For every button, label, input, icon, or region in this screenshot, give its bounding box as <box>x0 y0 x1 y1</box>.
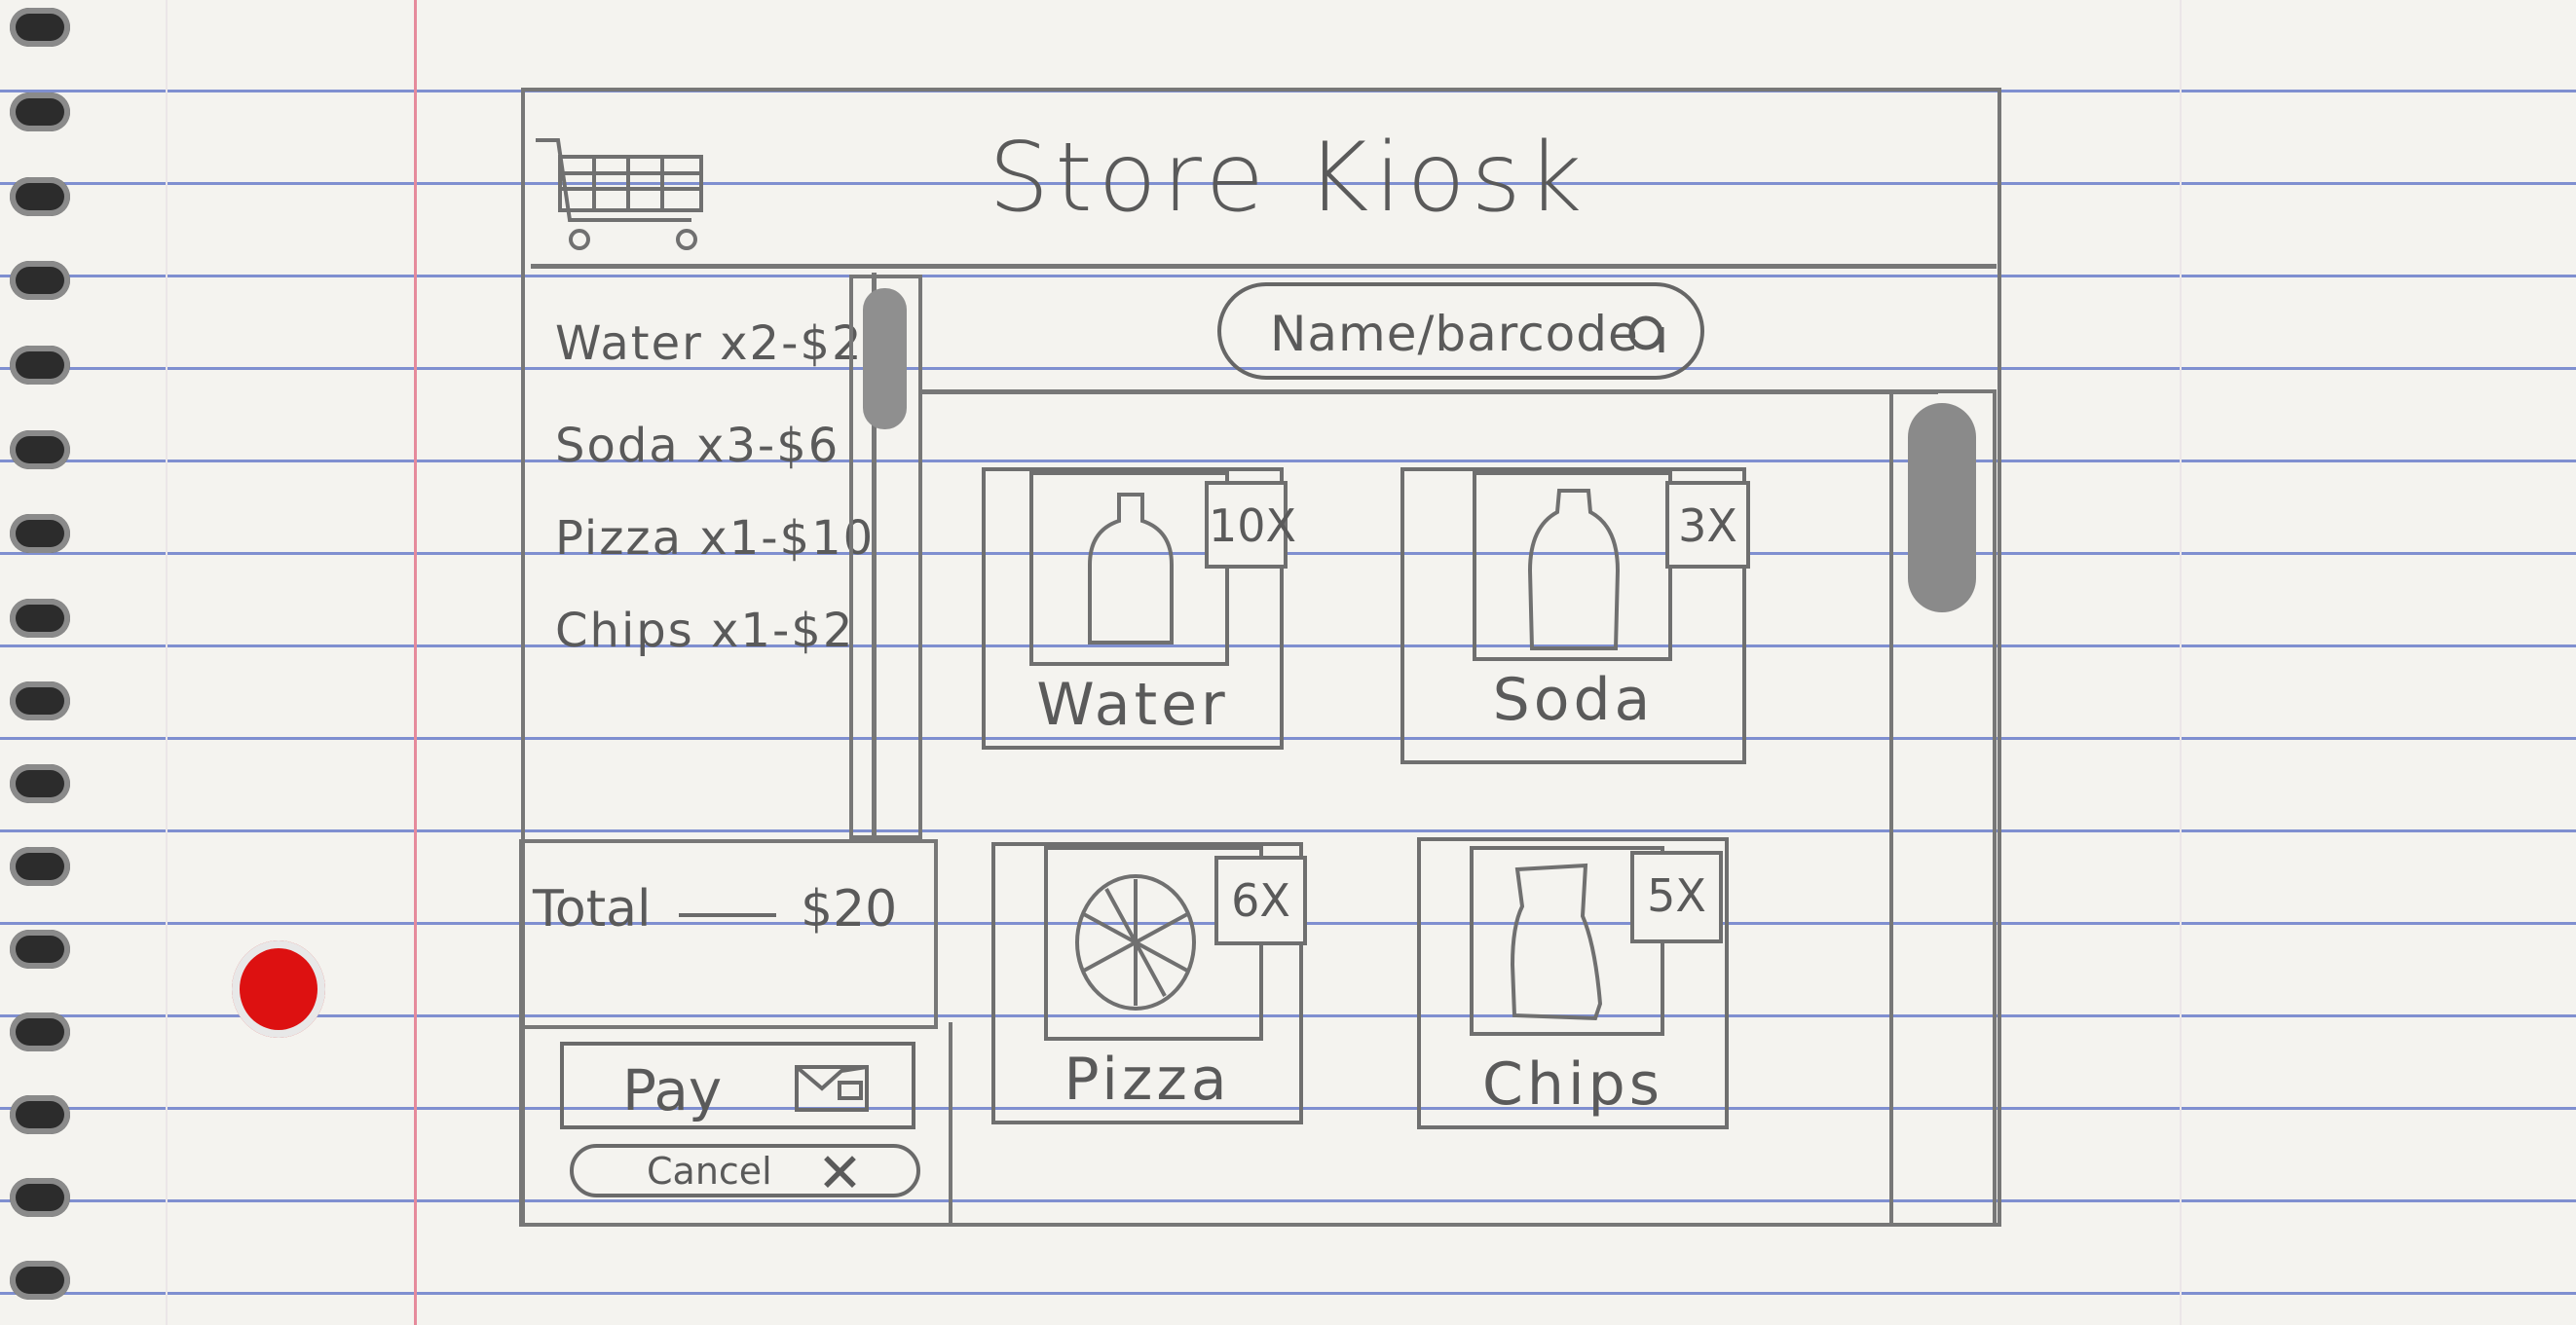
product-name: Chips <box>1482 1050 1663 1119</box>
cart-scrollbar[interactable] <box>849 275 922 839</box>
product-name: Pizza <box>1064 1046 1231 1114</box>
product-image <box>1473 471 1672 661</box>
cart-total: Total $20 <box>519 839 938 1029</box>
product-card-pizza[interactable]: 6X Pizza <box>991 842 1307 1124</box>
chips-bag-icon <box>1510 863 1603 1021</box>
notebook-spiral <box>0 0 78 1325</box>
cart-item[interactable]: Pizza x1-$10 <box>555 511 876 566</box>
product-grid-scrollbar[interactable] <box>1889 389 1997 1227</box>
wallet-icon <box>795 1065 869 1112</box>
kiosk-window <box>521 88 2001 1227</box>
close-icon: ✕ <box>817 1142 863 1205</box>
search-placeholder: Name/barcode <box>1270 306 1639 362</box>
total-value: $20 <box>801 880 898 939</box>
total-label: Total <box>533 880 652 939</box>
product-name: Soda <box>1492 666 1655 734</box>
paper-guide-line <box>166 0 168 1325</box>
product-card-chips[interactable]: 5X Chips <box>1417 837 1729 1129</box>
product-qty-badge: 6X <box>1214 856 1307 945</box>
paper-guide-line <box>2180 0 2182 1325</box>
shopping-cart-icon[interactable] <box>531 132 716 259</box>
bottle-icon <box>1088 493 1174 644</box>
product-qty-badge: 3X <box>1665 481 1750 569</box>
pay-button-label: Pay <box>622 1057 723 1123</box>
product-name: Water <box>1036 671 1229 739</box>
pay-button[interactable]: Pay <box>560 1042 915 1129</box>
product-grid-scrollbar-thumb[interactable] <box>1908 403 1976 612</box>
cancel-button[interactable]: Cancel ✕ <box>570 1142 920 1205</box>
total-separator <box>679 913 776 917</box>
pizza-icon <box>1075 874 1196 1011</box>
binder-hole <box>232 940 325 1038</box>
cart-item[interactable]: Water x2-$2 <box>555 316 864 371</box>
product-qty-badge: 5X <box>1630 851 1723 943</box>
bottle-icon <box>1527 489 1621 650</box>
search-input[interactable]: Name/barcode <box>1217 282 1704 380</box>
product-image <box>1029 471 1229 666</box>
cart-list: Water x2-$2 Soda x3-$6 Pizza x1-$10 Chip… <box>531 273 877 842</box>
kiosk-header: Store Kiosk <box>531 93 1997 269</box>
product-grid <box>920 389 1938 1227</box>
page-title: Store Kiosk <box>989 123 1588 234</box>
product-card-soda[interactable]: 3X Soda <box>1400 467 1750 764</box>
checkout-actions <box>519 1022 952 1227</box>
paper-margin-line <box>414 0 417 1325</box>
product-card-water[interactable]: 10X Water <box>982 467 1296 750</box>
cart-scrollbar-thumb[interactable] <box>863 288 907 429</box>
search-icon[interactable] <box>1621 304 1679 362</box>
product-qty-badge: 10X <box>1205 481 1296 569</box>
cart-item[interactable]: Soda x3-$6 <box>555 419 840 473</box>
cancel-button-label: Cancel <box>647 1150 772 1193</box>
cart-item[interactable]: Chips x1-$2 <box>555 604 855 658</box>
